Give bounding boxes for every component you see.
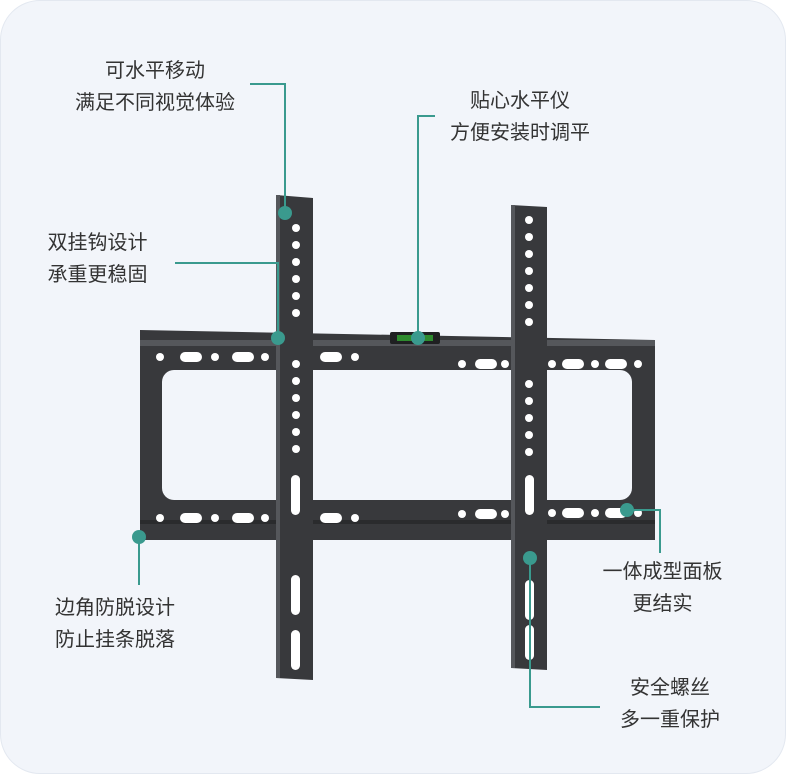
callout-corner-guard: 边角防脱设计 防止挂条脱落: [30, 591, 200, 655]
mount-frame: [140, 330, 655, 540]
callout-bubble-level: 贴心水平仪 方便安装时调平: [425, 84, 615, 148]
callout-horizontal-move: 可水平移动 满足不同视觉体验: [55, 54, 255, 118]
callout-subtitle: 多一重保护: [620, 707, 720, 731]
callout-lines: [138, 83, 661, 708]
callout-subtitle: 防止挂条脱落: [55, 627, 175, 651]
callout-subtitle: 更结实: [632, 591, 693, 615]
callout-double-hooks: 双挂钩设计 承重更稳固: [25, 226, 170, 290]
callout-subtitle: 承重更稳固: [47, 262, 148, 286]
callout-title: 可水平移动: [105, 58, 205, 82]
callout-title: 安全螺丝: [630, 675, 710, 699]
callout-title: 贴心水平仪: [470, 88, 570, 112]
callout-title: 双挂钩设计: [47, 230, 148, 254]
callout-dots: [132, 206, 634, 565]
callout-one-piece-panel: 一体成型面板 更结实: [590, 555, 735, 619]
left-hanging-arm: [276, 195, 313, 680]
callout-subtitle: 方便安装时调平: [450, 120, 590, 144]
callout-title: 一体成型面板: [602, 559, 723, 583]
callout-safety-screws: 安全螺丝 多一重保护: [600, 671, 740, 735]
callout-subtitle: 满足不同视觉体验: [75, 90, 235, 114]
callout-title: 边角防脱设计: [55, 595, 175, 619]
